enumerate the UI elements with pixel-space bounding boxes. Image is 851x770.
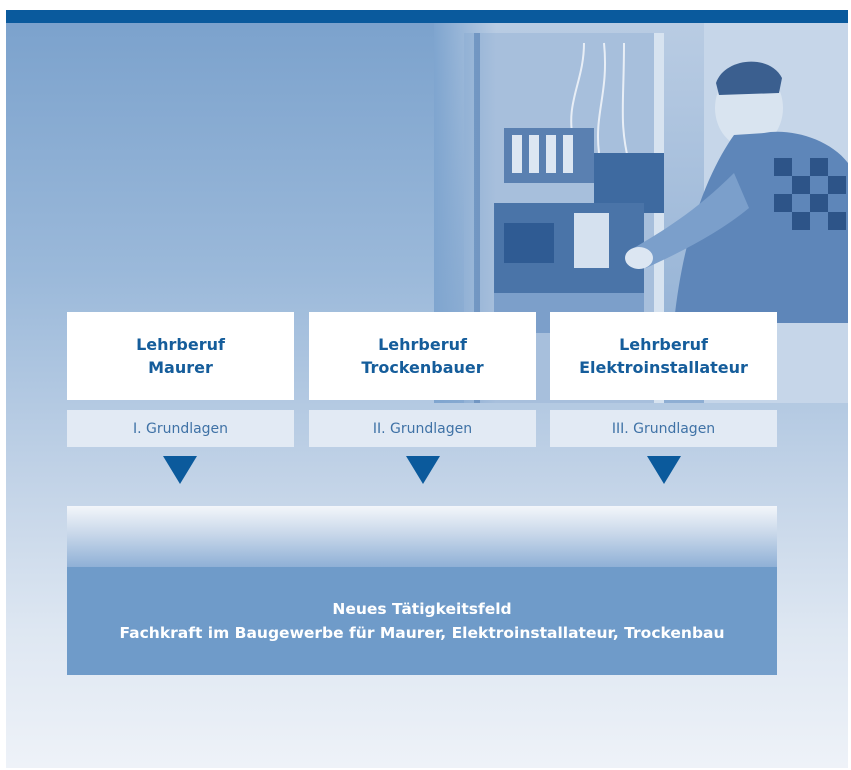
sub-maurer-label: I. Grundlagen <box>132 420 229 437</box>
result-gradient-band <box>67 506 777 567</box>
box-trockenbauer-line1: Lehrberuf <box>378 335 467 354</box>
box-maurer: Lehrberuf Maurer <box>67 312 294 400</box>
box-elektroinstallateur: Lehrberuf Elektroinstallateur <box>550 312 777 400</box>
box-trockenbauer: Lehrberuf Trockenbauer <box>309 312 536 400</box>
box-elektro-line1: Lehrberuf <box>619 335 708 354</box>
sub-maurer: I. Grundlagen <box>67 410 294 447</box>
box-trockenbauer-line2: Trockenbauer <box>361 358 484 377</box>
box-elektro-line2: Elektroinstallateur <box>579 358 748 377</box>
arrow-down-1 <box>163 456 197 484</box>
result-title: Neues Tätigkeitsfeld <box>332 600 512 618</box>
diagram-panel: Lehrberuf Maurer I. Grundlagen Lehrberuf… <box>6 10 848 768</box>
sub-trockenbauer: II. Grundlagen <box>309 410 536 447</box>
sub-elektro-label: III. Grundlagen <box>611 420 716 437</box>
top-accent-bar <box>6 10 848 23</box>
box-maurer-line2: Maurer <box>148 358 213 377</box>
sub-trockenbauer-label: II. Grundlagen <box>372 420 473 437</box>
sub-elektroinstallateur: III. Grundlagen <box>550 410 777 447</box>
arrow-down-2 <box>406 456 440 484</box>
arrow-down-3 <box>647 456 681 484</box>
box-maurer-line1: Lehrberuf <box>136 335 225 354</box>
result-subtitle: Fachkraft im Baugewerbe für Maurer, Elek… <box>119 624 725 642</box>
electrician-photo <box>434 23 848 403</box>
result-box: Neues Tätigkeitsfeld Fachkraft im Baugew… <box>67 567 777 675</box>
